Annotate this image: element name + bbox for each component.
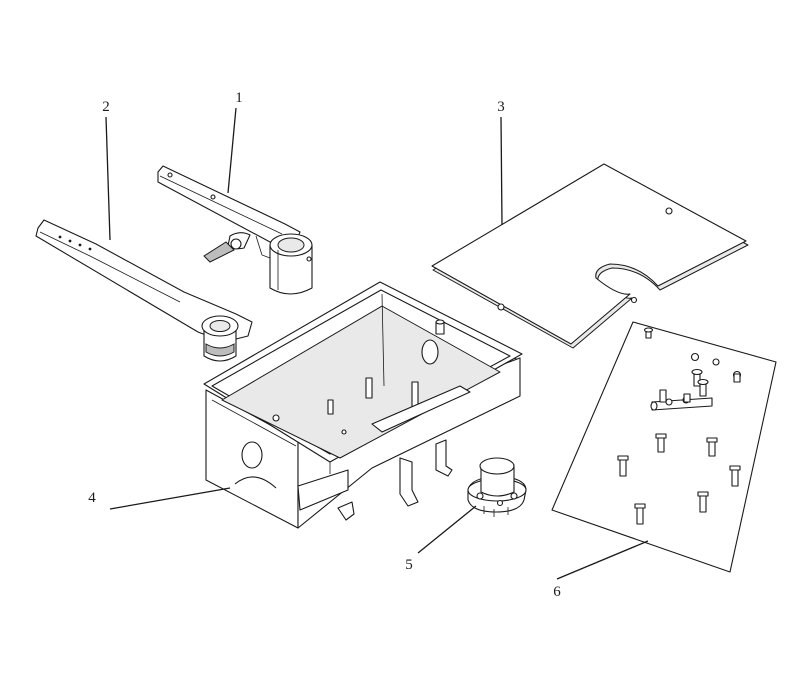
long-lever-arm-icon [35,219,253,362]
leader-lines [105,107,649,580]
short-lever-arm-icon [157,165,313,295]
callout-labels: 1 2 3 4 5 6 [88,90,561,600]
pivot-hub-icon [467,457,527,517]
callout-2: 2 [102,99,110,115]
leader-3 [500,116,503,226]
leader-5 [417,505,477,554]
callout-5: 5 [405,557,413,573]
callout-6: 6 [553,584,561,600]
fastener-kit-icon [551,321,777,573]
callout-4: 4 [88,490,96,506]
leader-1 [227,107,237,194]
leader-2 [105,116,111,241]
callout-1: 1 [235,90,243,106]
leader-4 [109,487,231,510]
foundation-box-icon [203,281,523,529]
cover-plate-icon [431,163,749,349]
leader-6 [556,540,649,580]
callout-3: 3 [497,99,505,115]
